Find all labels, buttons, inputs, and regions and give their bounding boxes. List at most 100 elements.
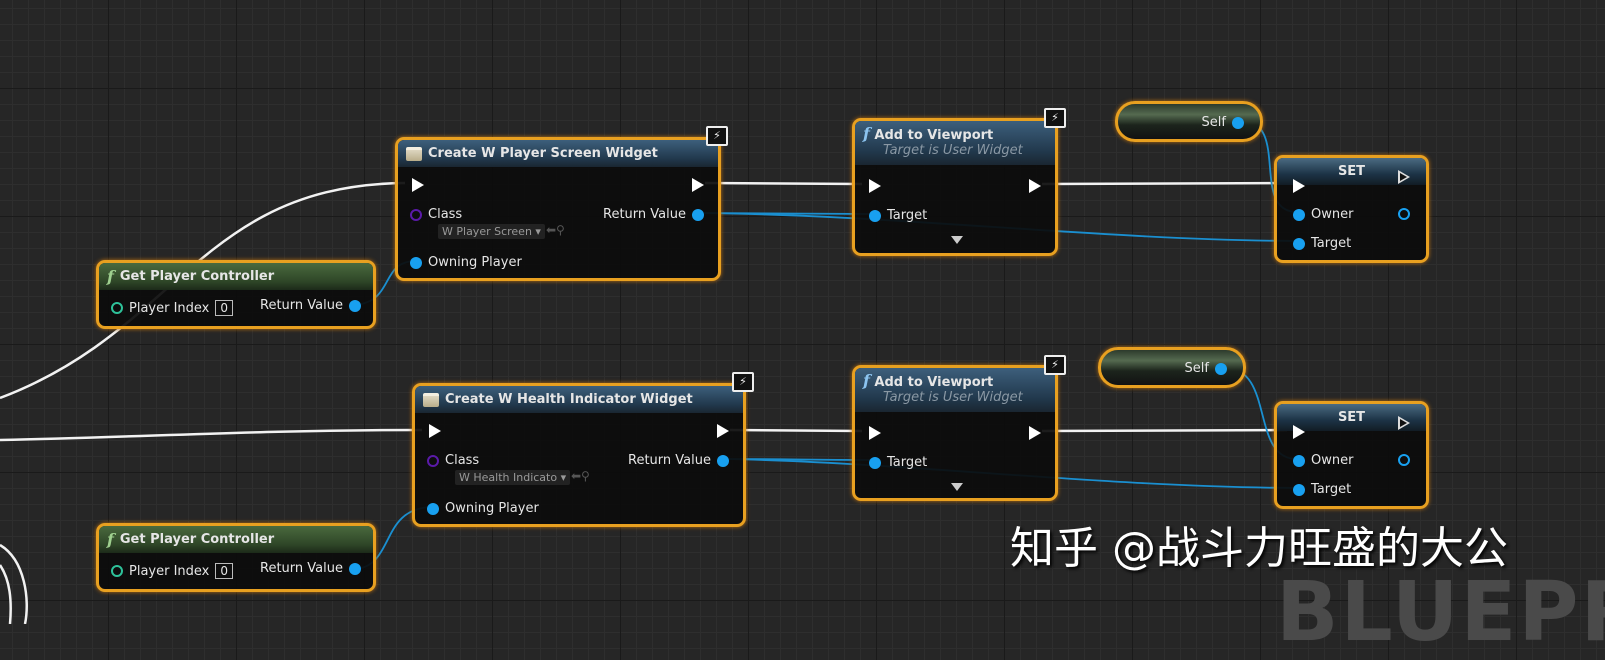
int-pin-icon[interactable] <box>111 565 123 577</box>
exec-wire <box>0 428 423 442</box>
class-dropdown[interactable]: W Player Screen ▾ <box>438 224 545 239</box>
exec-out-pin-icon[interactable] <box>1398 170 1410 184</box>
exec-out-pin-icon[interactable] <box>692 178 704 192</box>
pin-label: Player Index <box>129 300 210 316</box>
exec-out-pin-icon[interactable] <box>1029 179 1041 193</box>
node-title: Get Player Controller <box>119 269 275 284</box>
exec-out-pin-icon[interactable] <box>1398 416 1410 430</box>
exec-out-pin-icon[interactable] <box>1029 426 1041 440</box>
object-pin-icon[interactable] <box>1293 454 1305 467</box>
exec-out-pin-icon[interactable] <box>717 424 729 438</box>
node-title: Add to Viewport <box>874 128 994 143</box>
widget-icon <box>423 392 439 407</box>
class-pin-icon[interactable] <box>410 208 422 221</box>
function-icon: f <box>863 371 870 390</box>
pin-label: Class <box>428 207 463 222</box>
pin-label: Owning Player <box>445 501 539 516</box>
pin-label: Return Value <box>260 298 343 313</box>
pin-label: Return Value <box>628 453 711 468</box>
node-title: Create W Health Indicator Widget <box>445 392 693 407</box>
output-pin-icon[interactable] <box>1398 454 1410 466</box>
exec-wire <box>0 564 12 624</box>
pin-label: Class <box>445 453 480 468</box>
node-title: Add to Viewport <box>874 375 994 390</box>
pin-label: Return Value <box>603 207 686 222</box>
object-pin-icon[interactable] <box>1293 483 1305 496</box>
widget-icon <box>406 146 422 161</box>
latent-icon: ⚡ <box>706 126 728 146</box>
pin-label: Return Value <box>260 561 343 576</box>
latent-icon: ⚡ <box>732 372 754 392</box>
exec-in-pin-icon[interactable] <box>1293 179 1305 193</box>
exec-wire <box>1041 428 1288 433</box>
pin-label: Target <box>887 208 928 223</box>
expand-arrow-icon[interactable] <box>951 483 963 491</box>
set-node[interactable]: SET Owner Target <box>1274 401 1429 509</box>
exec-in-pin-icon[interactable] <box>1293 425 1305 439</box>
graph-type-label: BLUEPR <box>1276 565 1605 660</box>
class-value: W Health Indicato <box>459 471 558 484</box>
function-icon: f <box>107 530 114 549</box>
node-title: SET <box>1337 410 1366 425</box>
get-player-controller-node[interactable]: f Get Player Controller Player Index 0 Ret… <box>96 523 376 592</box>
create-widget-node[interactable]: Create W Player Screen Widget Class W Pl… <box>395 137 721 281</box>
pin-label: Owner <box>1311 453 1354 468</box>
output-pin-icon[interactable] <box>1398 208 1410 220</box>
exec-wire <box>704 181 863 186</box>
node-subtitle: Target is User Widget <box>883 390 1023 405</box>
exec-in-pin-icon[interactable] <box>869 179 881 193</box>
latent-icon: ⚡ <box>1044 108 1066 128</box>
exec-wire <box>0 543 28 624</box>
node-title: Create W Player Screen Widget <box>428 146 658 161</box>
node-subtitle: Target is User Widget <box>883 143 1023 158</box>
object-wire <box>724 458 874 461</box>
object-pin-icon[interactable] <box>1293 208 1305 221</box>
object-pin-icon[interactable] <box>869 456 881 469</box>
node-title: Get Player Controller <box>119 532 275 547</box>
expand-arrow-icon[interactable] <box>951 236 963 244</box>
pin-label: Self <box>1184 361 1209 376</box>
pin-label: Target <box>887 455 928 470</box>
latent-icon: ⚡ <box>1044 355 1066 375</box>
object-pin-icon[interactable] <box>349 299 361 312</box>
browse-icons[interactable]: ⬅⚲ <box>571 469 590 483</box>
class-dropdown[interactable]: W Health Indicato ▾ <box>455 470 571 485</box>
exec-wire <box>729 428 863 433</box>
object-pin-icon[interactable] <box>427 502 439 515</box>
object-pin-icon[interactable] <box>717 454 729 467</box>
object-pin-icon[interactable] <box>1232 116 1244 129</box>
self-node[interactable]: Self <box>1115 101 1263 142</box>
pin-label: Owner <box>1311 207 1354 222</box>
player-index-input[interactable]: 0 <box>215 563 234 579</box>
set-node[interactable]: SET Owner Target <box>1274 155 1429 263</box>
node-title: SET <box>1337 164 1366 179</box>
exec-in-pin-icon[interactable] <box>429 424 441 438</box>
player-index-input[interactable]: 0 <box>215 300 234 316</box>
watermark: 知乎 @战斗力旺盛的大公 <box>1010 523 1508 574</box>
class-pin-icon[interactable] <box>427 454 439 467</box>
get-player-controller-node[interactable]: f Get Player Controller Player Index 0 Ret… <box>96 260 376 329</box>
browse-icons[interactable]: ⬅⚲ <box>546 223 565 237</box>
object-pin-icon[interactable] <box>410 256 422 269</box>
function-icon: f <box>107 267 114 286</box>
object-pin-icon[interactable] <box>692 208 704 221</box>
create-widget-node[interactable]: Create W Health Indicator Widget Class W… <box>412 383 746 527</box>
exec-in-pin-icon[interactable] <box>869 426 881 440</box>
object-pin-icon[interactable] <box>1293 237 1305 250</box>
class-value: W Player Screen <box>442 225 532 238</box>
exec-wire <box>1041 181 1288 186</box>
pin-label: Player Index <box>129 563 210 579</box>
object-wire <box>699 212 874 215</box>
int-pin-icon[interactable] <box>111 302 123 314</box>
pin-label: Owning Player <box>428 255 522 270</box>
pin-label: Target <box>1311 482 1352 497</box>
object-pin-icon[interactable] <box>349 562 361 575</box>
exec-in-pin-icon[interactable] <box>412 178 424 192</box>
pin-label: Target <box>1311 236 1352 251</box>
object-pin-icon[interactable] <box>1215 362 1227 375</box>
object-pin-icon[interactable] <box>869 209 881 222</box>
function-icon: f <box>863 124 870 143</box>
self-node[interactable]: Self <box>1098 347 1246 388</box>
